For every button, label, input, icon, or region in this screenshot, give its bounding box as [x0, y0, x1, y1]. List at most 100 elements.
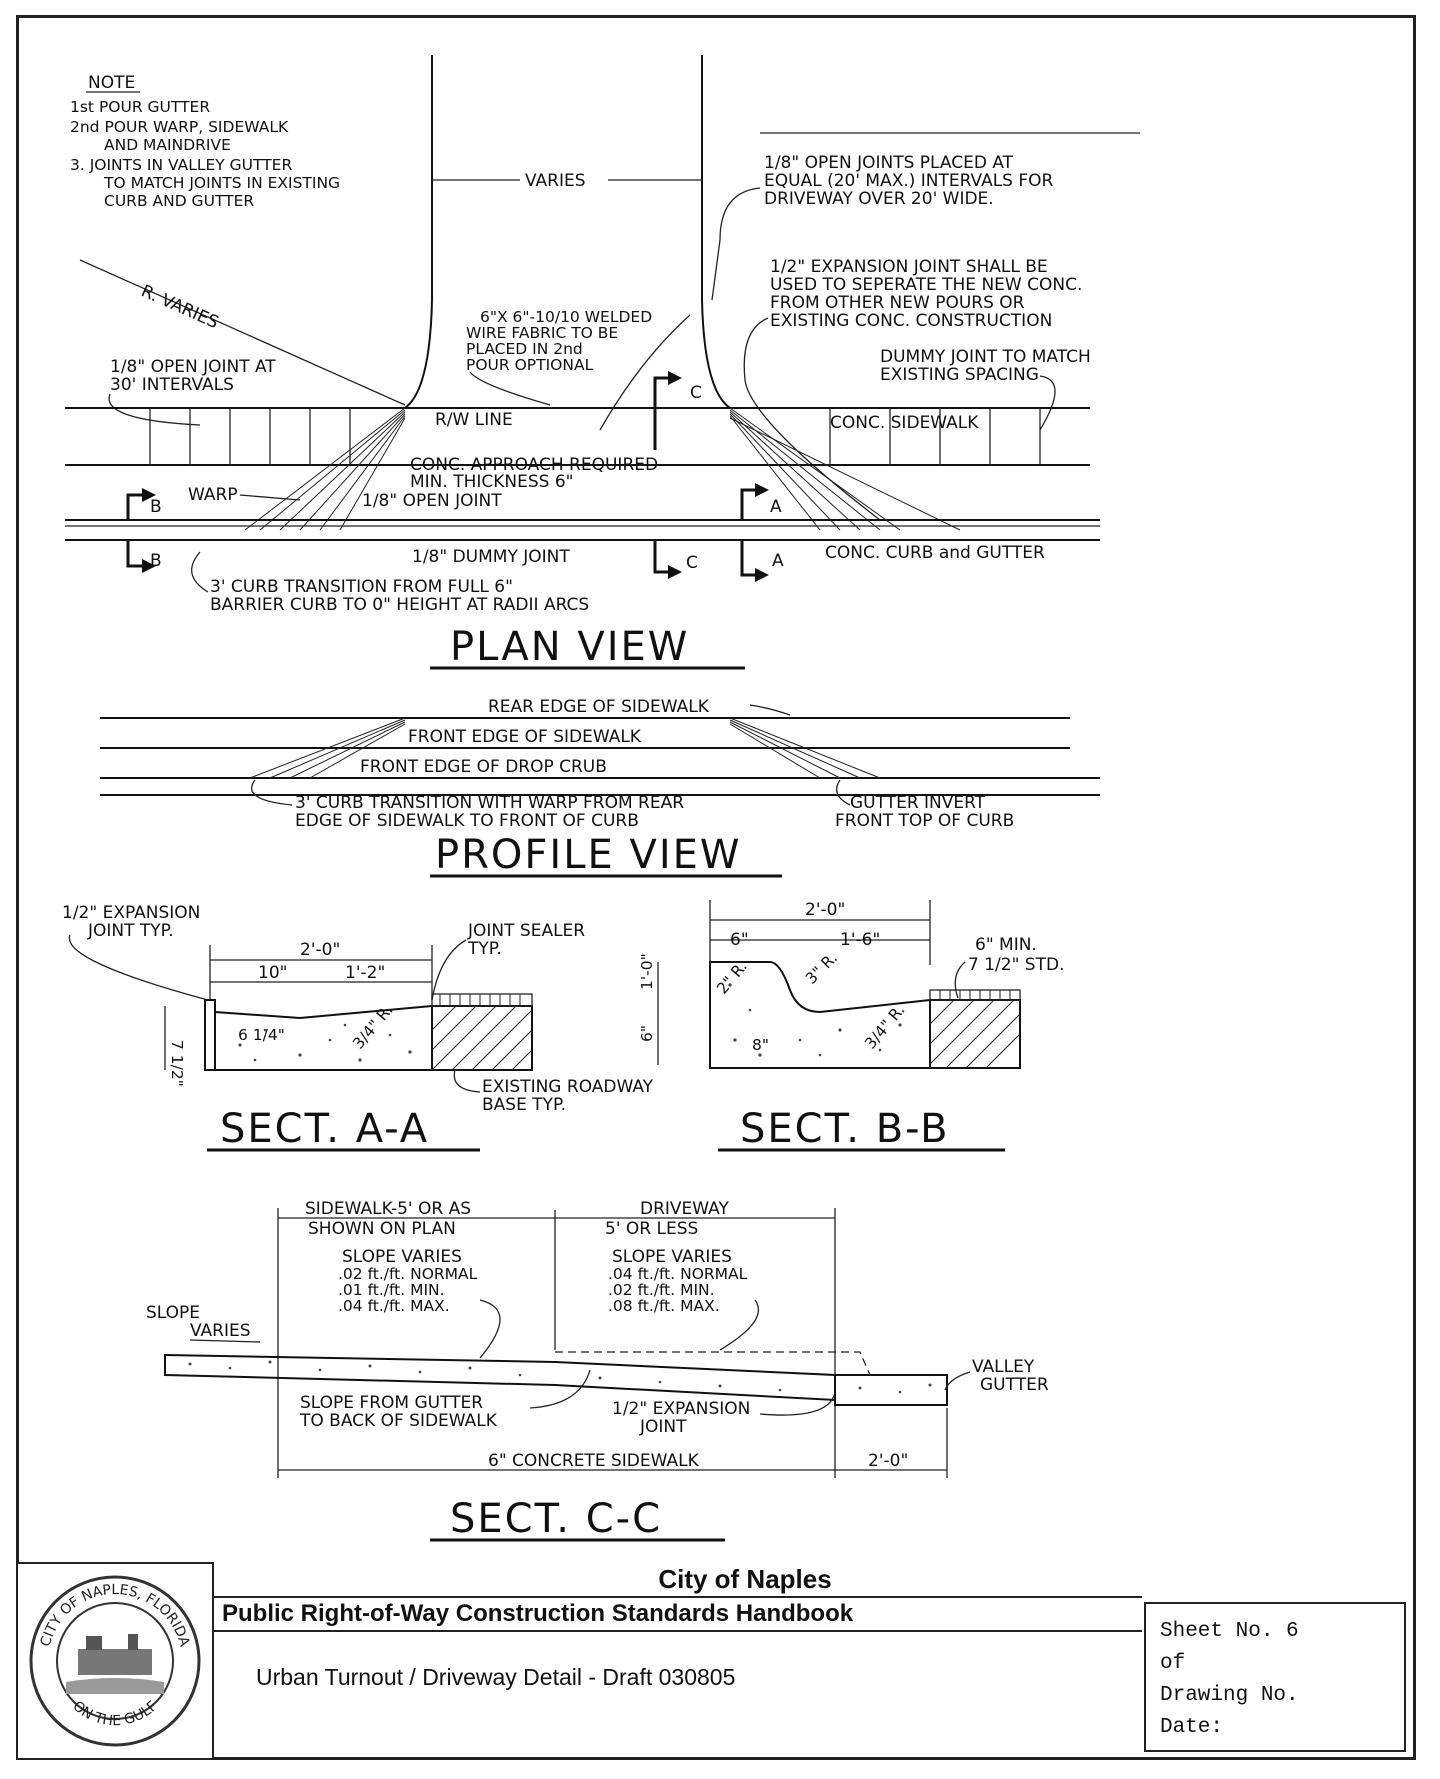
bb-min-2: 7 1/2" STD. — [968, 955, 1064, 975]
open-joints-note-2: EQUAL (20' MAX.) INTERVALS FOR — [764, 171, 1054, 191]
cc-sidewalk-1: SIDEWALK-5' OR AS — [305, 1199, 471, 1219]
handbook-title: Public Right-of-Way Construction Standar… — [214, 1596, 1142, 1632]
sect-cc-title: SECT. C-C — [450, 1496, 662, 1542]
wwf-note-4: POUR OPTIONAL — [466, 356, 594, 374]
bb-r34: 3/4" R. — [861, 1001, 908, 1053]
open-joint-label: 1/8" OPEN JOINT — [362, 491, 502, 511]
bb-dim-total: 2'-0" — [805, 900, 845, 920]
profile-transition-1: 3' CURB TRANSITION WITH WARP FROM REAR — [295, 793, 684, 813]
aa-exp-2: JOINT TYP. — [87, 921, 174, 941]
cc-sidewalk-2: SHOWN ON PLAN — [308, 1219, 456, 1239]
svg-text:C: C — [686, 553, 698, 573]
open-joints-note-3: DRIVEWAY OVER 20' WIDE. — [764, 189, 994, 209]
notes-heading: NOTE — [88, 73, 135, 93]
expansion-note-1: 1/2" EXPANSION JOINT SHALL BE — [770, 257, 1048, 277]
cc-exp-2: JOINT — [639, 1417, 687, 1437]
profile-transition-2: EDGE OF SIDEWALK TO FRONT OF CURB — [295, 811, 639, 831]
svg-text:A: A — [772, 551, 784, 571]
open-joints-note-1: 1/8" OPEN JOINTS PLACED AT — [764, 153, 1014, 173]
drawing-canvas: NOTE 1st POUR GUTTER 2nd POUR WARP, SIDE… — [62, 55, 1140, 1542]
cc-slope-varies-2: VARIES — [190, 1321, 251, 1341]
front-edge-label: FRONT EDGE OF SIDEWALK — [408, 727, 642, 747]
svg-text:ON THE GULF: ON THE GULF — [69, 1698, 160, 1729]
cc-slope-left-1: SLOPE VARIES — [342, 1247, 462, 1267]
profile-view: REAR EDGE OF SIDEWALK FRONT EDGE OF SIDE… — [100, 697, 1100, 878]
svg-text:B: B — [150, 497, 162, 517]
sect-bb-title: SECT. B-B — [740, 1106, 950, 1152]
bb-dim-a: 6" — [730, 930, 749, 950]
sect-aa-title: SECT. A-A — [220, 1106, 429, 1152]
note-3c: CURB AND GUTTER — [104, 192, 254, 210]
conc-approach-2: MIN. THICKNESS 6" — [410, 472, 573, 492]
cc-valley-2: GUTTER — [980, 1375, 1049, 1395]
aa-radius: 3/4" R. — [349, 1001, 396, 1053]
wwf-note-2: WIRE FABRIC TO BE — [466, 324, 618, 342]
drawing-number: Drawing No. — [1160, 1684, 1299, 1707]
warp-label: WARP — [188, 485, 238, 505]
cc-slope-right-2: .04 ft./ft. NORMAL — [608, 1265, 748, 1283]
note-1: 1st POUR GUTTER — [70, 98, 210, 116]
cc-slope-varies-1: SLOPE — [146, 1303, 200, 1323]
profile-view-title: PROFILE VIEW — [435, 832, 741, 878]
transition-note-1: 3' CURB TRANSITION FROM FULL 6" — [210, 577, 513, 597]
bb-height-1: 1'-0" — [638, 953, 656, 990]
section-marker-b: B B — [126, 488, 162, 573]
bb-dim-b: 1'-6" — [840, 930, 880, 950]
drawing-description: Urban Turnout / Driveway Detail - Draft … — [256, 1664, 736, 1690]
expansion-note-2: USED TO SEPERATE THE NEW CONC. — [770, 275, 1082, 295]
cc-gutter-dim: 2'-0" — [868, 1451, 908, 1471]
section-aa: 1/2" EXPANSION JOINT TYP. 2'-0" 10" 1'-2… — [62, 903, 654, 1152]
aa-base-1: EXISTING ROADWAY — [482, 1077, 654, 1097]
cc-driveway-2: 5' OR LESS — [605, 1219, 698, 1239]
sheet-of: of — [1160, 1652, 1186, 1675]
expansion-note-3: FROM OTHER NEW POURS OR — [770, 293, 1025, 313]
section-cc: SIDEWALK-5' OR AS SHOWN ON PLAN DRIVEWAY… — [146, 1199, 1049, 1542]
notes-block: NOTE 1st POUR GUTTER 2nd POUR WARP, SIDE… — [70, 73, 340, 210]
cc-concrete-label: 6" CONCRETE SIDEWALK — [488, 1451, 700, 1471]
cc-driveway-1: DRIVEWAY — [640, 1199, 729, 1219]
svg-text:C: C — [690, 383, 702, 403]
bb-r3: 3" R. — [802, 949, 841, 988]
cc-slope-right-3: .02 ft./ft. MIN. — [608, 1281, 715, 1299]
wwf-note-3: PLACED IN 2nd — [466, 340, 583, 358]
front-top-curb-label: FRONT TOP OF CURB — [835, 811, 1014, 831]
section-marker-c: C C — [653, 371, 702, 579]
aa-sealer-2: TYP. — [467, 939, 502, 959]
gutter-invert-label: GUTTER INVERT — [850, 793, 986, 813]
sheet-number: Sheet No. 6 — [1160, 1620, 1299, 1643]
open-joint-30-1: 1/8" OPEN JOINT AT — [110, 357, 276, 377]
aa-dim-a: 10" — [258, 963, 287, 983]
cc-exp-1: 1/2" EXPANSION — [612, 1399, 750, 1419]
bb-height-2: 6" — [638, 1025, 656, 1042]
note-2b: AND MAINDRIVE — [104, 136, 231, 154]
dummy-joint-note-1: DUMMY JOINT TO MATCH — [880, 347, 1091, 367]
cc-slope-left-3: .01 ft./ft. MIN. — [338, 1281, 445, 1299]
city-seal-logo: CITY OF NAPLES, FLORIDA ON THE GULF — [29, 1575, 201, 1747]
cc-from-gutter-1: SLOPE FROM GUTTER — [300, 1393, 483, 1413]
wwf-note-1: 6"X 6"-10/10 WELDED — [480, 308, 652, 326]
drawing-date: Date: — [1160, 1716, 1224, 1739]
cc-slope-right-4: .08 ft./ft. MAX. — [608, 1297, 720, 1315]
cc-valley-1: VALLEY — [972, 1357, 1035, 1377]
svg-text:B: B — [150, 551, 162, 571]
r-varies-label: R. VARIES — [138, 281, 222, 333]
aa-sealer-1: JOINT SEALER — [467, 921, 585, 941]
bb-r2: 2" R. — [713, 958, 751, 998]
section-bb: 2'-0" 6" 1'-6" 6" MIN. 7 1/2" STD. 1'-0"… — [638, 900, 1064, 1152]
svg-text:A: A — [770, 497, 782, 517]
transition-note-2: BARRIER CURB TO 0" HEIGHT AT RADII ARCS — [210, 595, 589, 615]
conc-sidewalk-label: CONC. SIDEWALK — [830, 413, 979, 433]
aa-base-2: BASE TYP. — [482, 1095, 566, 1115]
expansion-note-4: EXISTING CONC. CONSTRUCTION — [770, 311, 1052, 331]
plan-varies-label: VARIES — [525, 171, 586, 191]
bb-dim-8: 8" — [752, 1036, 769, 1054]
city-seal: CITY OF NAPLES, FLORIDA ON THE GULF — [16, 1562, 214, 1760]
cc-from-gutter-2: TO BACK OF SIDEWALK — [299, 1411, 498, 1431]
note-3: 3. JOINTS IN VALLEY GUTTER — [70, 156, 292, 174]
drawing-sheet-border — [16, 15, 1416, 1760]
conc-approach-1: CONC. APPROACH REQUIRED — [410, 455, 658, 475]
curb-gutter-label: CONC. CURB and GUTTER — [825, 543, 1045, 563]
section-marker-a: A A — [740, 483, 784, 582]
rw-line-label: R/W LINE — [435, 410, 513, 430]
sheet-info-box: Sheet No. 6 of Drawing No. Date: — [1144, 1602, 1406, 1752]
